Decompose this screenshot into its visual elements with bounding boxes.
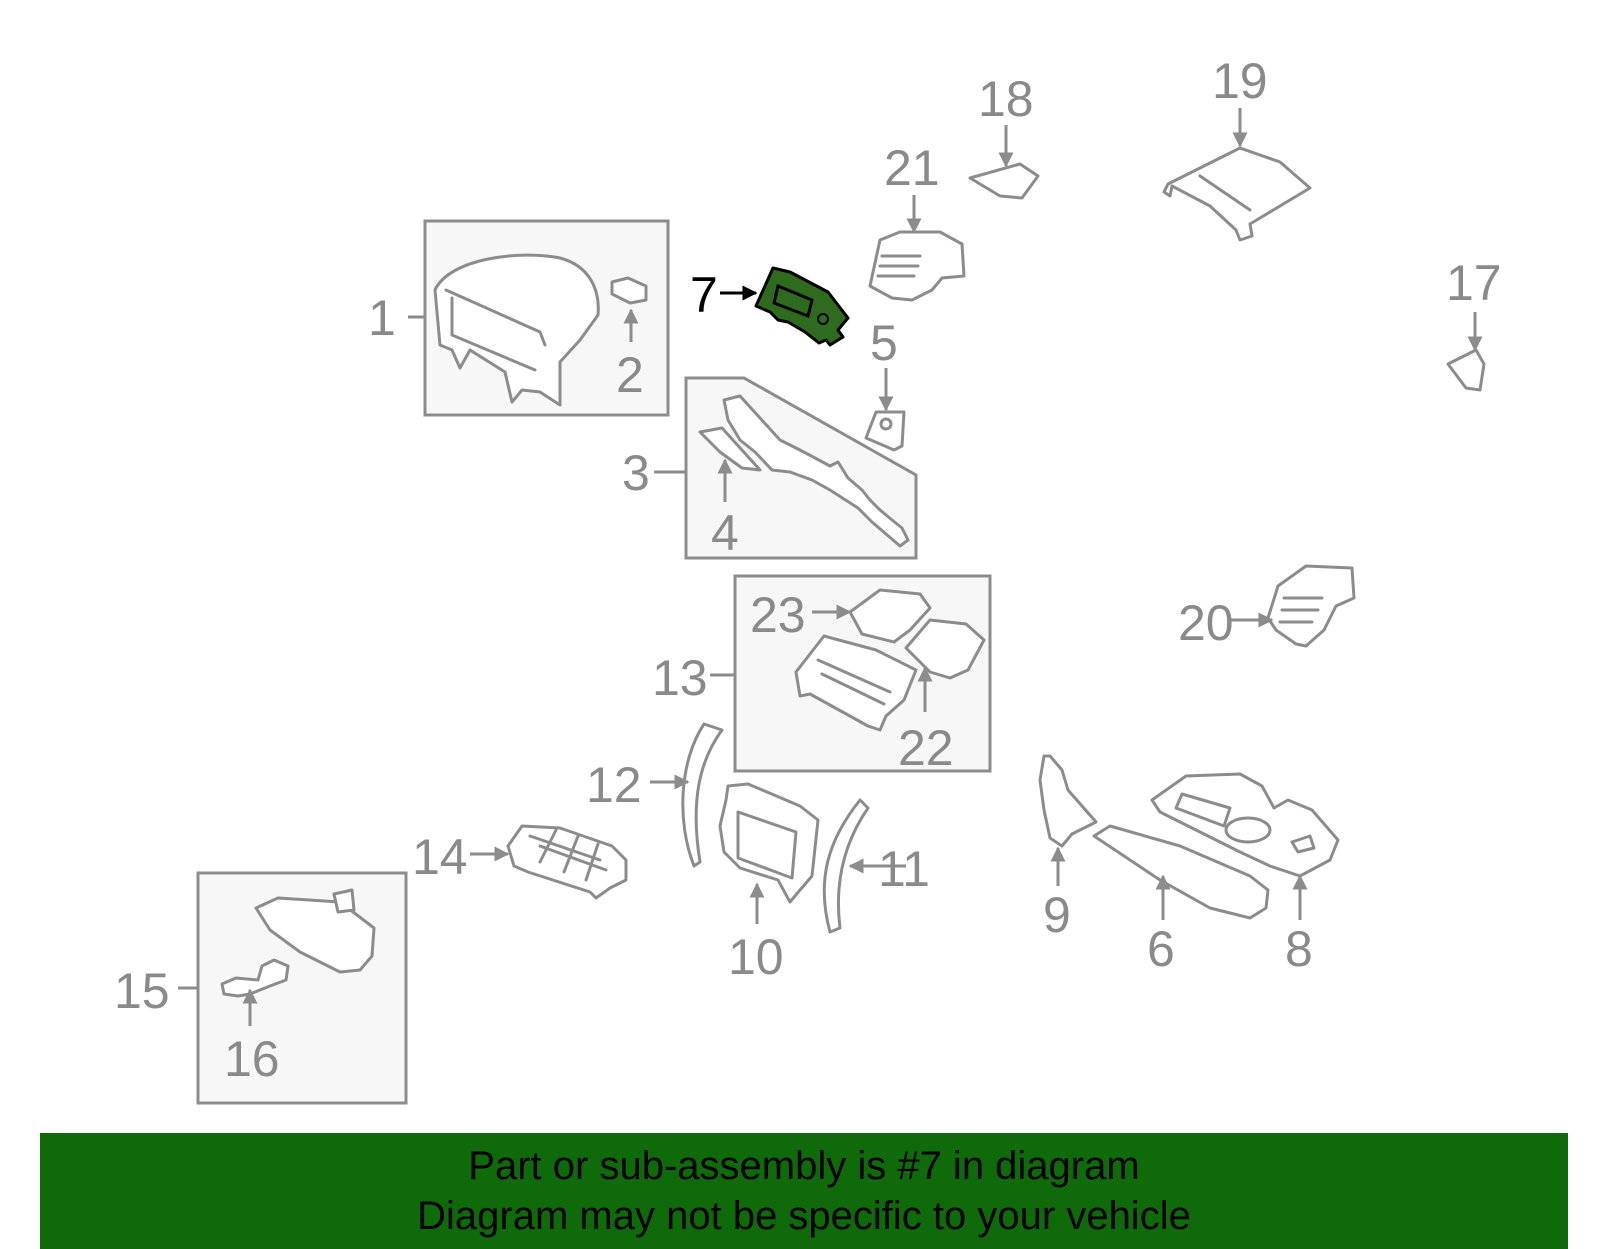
part-15-glovebox[interactable]	[254, 888, 376, 974]
part-22-vent[interactable]	[904, 618, 986, 680]
callout-9: 9	[1043, 887, 1071, 943]
callout-3: 3	[622, 445, 650, 501]
callout-16: 16	[224, 1031, 280, 1087]
callout-8: 8	[1285, 921, 1313, 977]
banner-line-disclaimer: Diagram may not be specific to your vehi…	[417, 1194, 1191, 1238]
callout-23: 23	[750, 587, 806, 643]
part-7-switch-panel[interactable]	[754, 266, 850, 347]
part-6-console-trim[interactable]	[1092, 824, 1270, 920]
part-23-vent[interactable]	[848, 588, 932, 644]
part-11-trim-strip[interactable]	[822, 798, 870, 934]
part-3-dash-panel[interactable]	[722, 394, 910, 548]
callout-20: 20	[1178, 595, 1234, 651]
part-10-bezel[interactable]	[718, 782, 820, 904]
part-9-side-trim[interactable]	[1038, 754, 1098, 848]
part-13-center-vent[interactable]	[794, 634, 918, 732]
part-14-grille[interactable]	[506, 824, 628, 900]
part-1-cluster-hood[interactable]	[433, 253, 600, 407]
callout-15: 15	[114, 963, 170, 1019]
part-8-console-panel[interactable]	[1150, 772, 1340, 878]
part-4-trim[interactable]	[698, 426, 762, 472]
part-2-clip[interactable]	[610, 276, 648, 305]
part-17-cap[interactable]	[1446, 348, 1486, 392]
callout-17: 17	[1446, 255, 1502, 311]
part-20-vent[interactable]	[1266, 564, 1356, 648]
callout-21: 21	[884, 140, 940, 196]
callout-19: 19	[1212, 53, 1268, 109]
part-21-vent[interactable]	[868, 230, 966, 302]
part-19-panel[interactable]	[1162, 146, 1312, 242]
part-18-trim[interactable]	[968, 162, 1040, 200]
part-16-latch[interactable]	[220, 958, 290, 998]
callout-14: 14	[412, 829, 468, 885]
banner-line-part: Part or sub-assembly is #7 in diagram	[468, 1144, 1140, 1188]
callout-13: 13	[652, 650, 708, 706]
callout-22: 22	[898, 720, 954, 776]
part-12-trim-strip[interactable]	[681, 722, 724, 868]
callout-1: 1	[368, 290, 396, 346]
callout-4: 4	[711, 505, 739, 561]
callout-6: 6	[1147, 921, 1175, 977]
callout-10: 10	[728, 929, 784, 985]
callout-5: 5	[870, 315, 898, 371]
callout-12: 12	[586, 757, 642, 813]
part-5-bracket[interactable]	[864, 410, 906, 452]
info-banner: Part or sub-assembly is #7 in diagram Di…	[40, 1133, 1568, 1249]
callout-2: 2	[616, 347, 644, 403]
callout-11: 11	[878, 841, 930, 897]
callout-7: 7	[690, 267, 718, 323]
callout-18: 18	[978, 71, 1034, 127]
